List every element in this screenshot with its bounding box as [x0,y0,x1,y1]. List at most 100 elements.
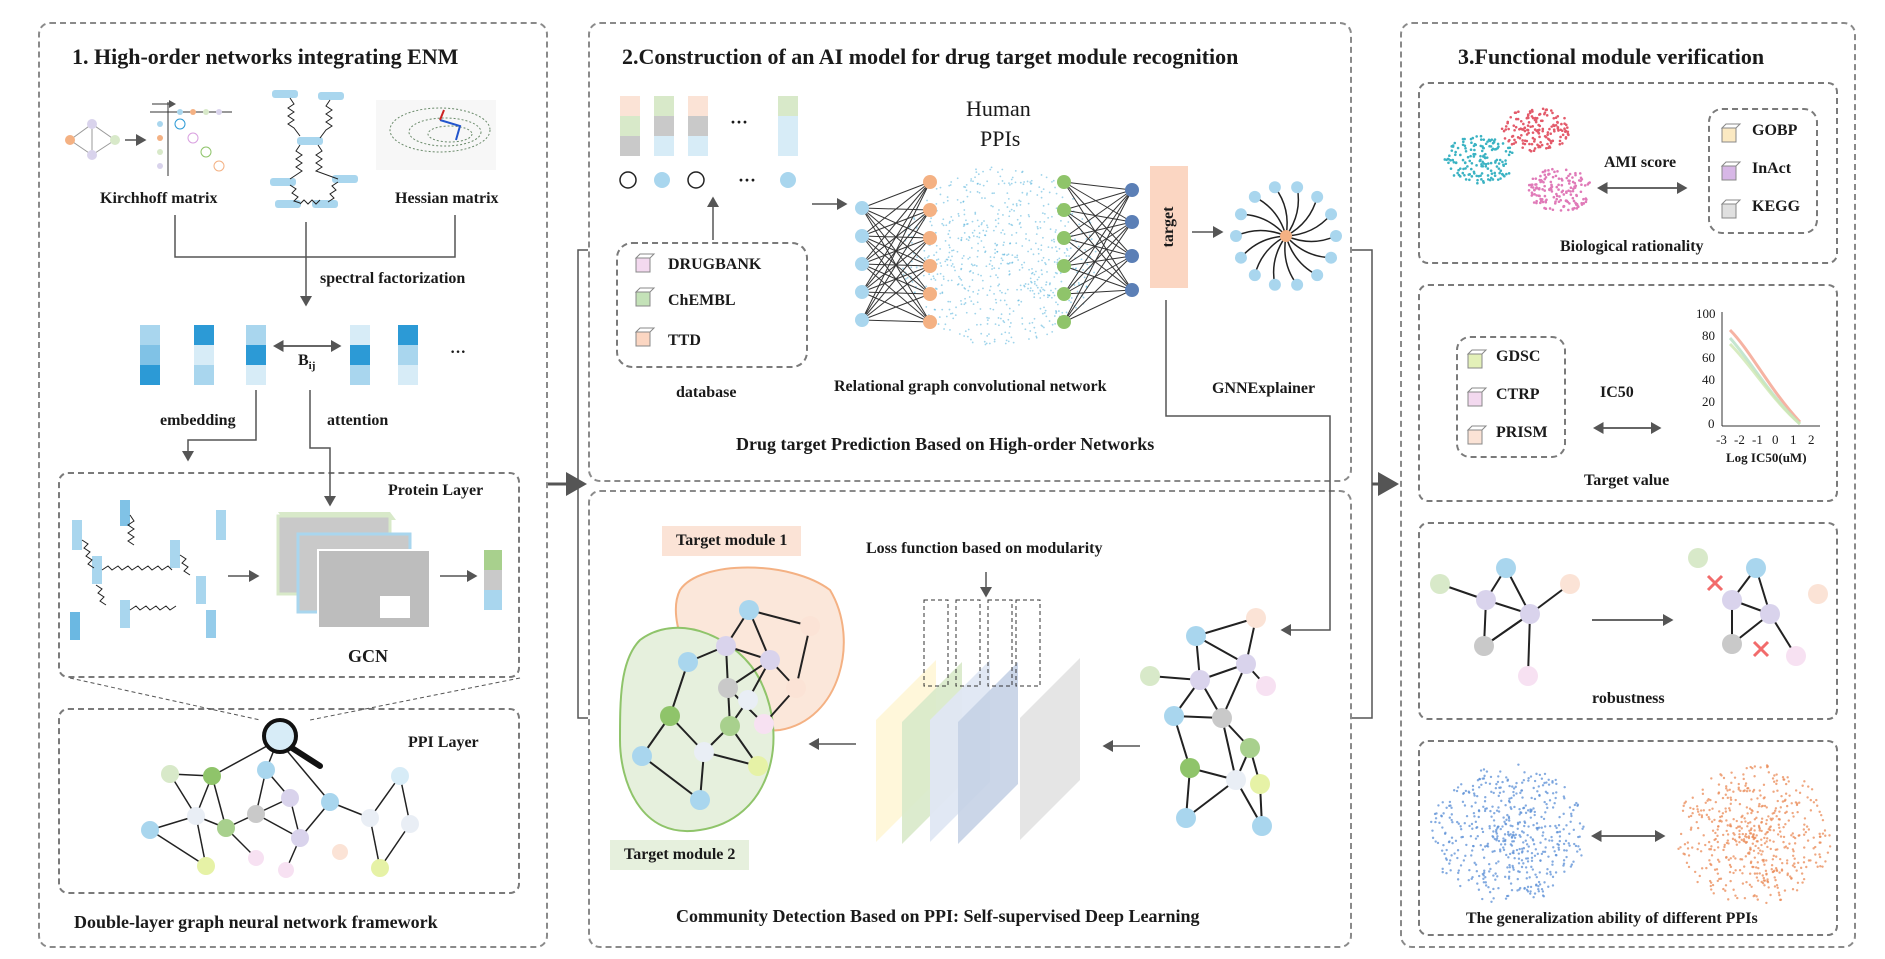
feature-matrix [619,96,798,189]
bio-set-kegg: KEGG [1752,198,1801,215]
panel-community-detection [588,490,1352,948]
node-ellipsis: ··· [738,170,757,190]
community-graph-left [632,600,820,810]
axis-y-tick-100: 100 [1696,306,1716,321]
subpanel-ppi-layer [58,708,520,894]
ppi-layer-nodes [141,761,419,878]
robustness-graph-after [1688,548,1828,666]
target-value-label: Target value [1584,472,1670,489]
drug-set-prism: PRISM [1496,424,1548,441]
kirchhoff-label: Kirchhoff matrix [100,190,218,207]
attention-label: attention [327,412,389,429]
bij-sub: ij [308,360,316,373]
axis-y-tick-20: 20 [1702,394,1715,409]
database-ttd: TTD [668,332,701,349]
panel-ai-model [588,22,1352,482]
axis-y-tick-0: 0 [1708,416,1715,431]
database-box [616,242,808,368]
drug-set-gdsc: GDSC [1496,348,1541,365]
gcn-output-bar [484,550,502,610]
axis-x-tick-1: 1 [1790,432,1797,447]
bio-set-gobp: GOBP [1752,122,1798,139]
target-label: target [1160,206,1177,248]
bij-main: B [298,352,309,369]
human-ppis-label-1: Human [966,96,1031,121]
rgcn-cloud [902,166,1099,346]
ppi-cloud-blue [1430,763,1585,903]
robustness-graph-before [1430,558,1580,686]
panel-functional-verification [1400,22,1856,948]
subpanel-protein-layer [58,472,520,678]
rgcn-network-nodes [855,175,1139,329]
target-module-1-label: Target module 1 [662,526,802,556]
bio-set-inact: InAct [1752,160,1792,177]
axis-x-tick-2: 2 [1808,432,1815,447]
axis-x-tick-0: 0 [1772,432,1779,447]
subpanel-target-value [1418,284,1838,502]
bio-set-cubes [1720,123,1742,219]
panel1-footer: Double-layer graph neural network framew… [74,912,438,932]
community-detection-label: Community Detection Based on PPI: Self-s… [676,906,1200,926]
subpanel-biological-rationality [1418,82,1838,264]
community-graph-right [1140,608,1276,836]
database-label: database [676,384,737,401]
bij-label: Bij [298,352,315,372]
ic50-label: IC50 [1600,384,1634,401]
panel-enm [38,22,548,948]
axis-x-tick-m3: -3 [1716,432,1727,447]
ppi-cloud-orange [1677,764,1832,905]
feature-ellipsis: ··· [730,112,749,132]
panel2-title: 2.Construction of an AI model for drug t… [622,44,1239,69]
panel1-title: 1. High-order networks integrating ENM [72,44,459,69]
drug-target-prediction-label: Drug target Prediction Based on High-ord… [736,434,1155,454]
kirchhoff-matrix-icon [150,100,232,176]
hessian-contour-icon [376,100,496,170]
protein-layer-network [70,500,226,640]
human-ppis-label-2: PPIs [980,126,1021,151]
generalization-label: The generalization ability of different … [1466,910,1758,927]
embedding-ellipsis: ··· [450,344,467,361]
ppi-layer-network [149,739,411,871]
hessian-label: Hessian matrix [395,190,499,207]
ami-score-label: AMI score [1604,154,1677,171]
gnnexplainer-label: GNNExplainer [1212,380,1316,397]
axis-y-tick-60: 60 [1702,350,1715,365]
magnifier-icon [262,718,323,769]
robustness-label: robustness [1592,690,1665,707]
embedding-bars [140,325,418,385]
drug-set-ctrp: CTRP [1496,386,1540,403]
embedding-label: embedding [160,412,236,429]
ic50-curve-chart [1721,312,1820,427]
panel3-title: 3.Functional module verification [1458,44,1765,69]
modularity-planes [876,599,1080,844]
drug-set-cubes [1466,349,1488,445]
subpanel-robustness [1418,522,1838,720]
rgcn-network-edges [861,181,1133,323]
elastic-network-icon [270,90,358,208]
axis-y-tick-40: 40 [1702,372,1715,387]
database-drugbank: DRUGBANK [668,256,762,273]
target-box [1150,166,1188,288]
database-cubes [634,253,656,347]
rgcn-label: Relational graph convolutional network [834,378,1107,395]
target-module-2-label: Target module 2 [610,840,750,870]
axis-x-label: Log IC50(uM) [1726,450,1807,465]
bio-sets-box [1708,108,1818,234]
protein-layer-label: Protein Layer [388,482,484,499]
drug-sets-box [1456,336,1566,458]
loss-function-label: Loss function based on modularity [866,540,1103,557]
subpanel-generalization [1418,740,1838,936]
axis-y-tick-80: 80 [1702,328,1715,343]
small-graph-icon [65,119,120,160]
axis-x-tick-m2: -2 [1734,432,1745,447]
ami-scatter-plot [1443,107,1591,212]
bio-rationality-label: Biological rationality [1560,238,1704,255]
gnnexplainer-star-graph [1230,181,1342,291]
gcn-planes [276,512,431,629]
ppi-layer-label: PPI Layer [408,734,479,751]
spectral-label: spectral factorization [320,270,466,287]
gcn-label: GCN [348,646,388,666]
database-chembl: ChEMBL [668,292,736,309]
axis-x-tick-m1: -1 [1752,432,1763,447]
